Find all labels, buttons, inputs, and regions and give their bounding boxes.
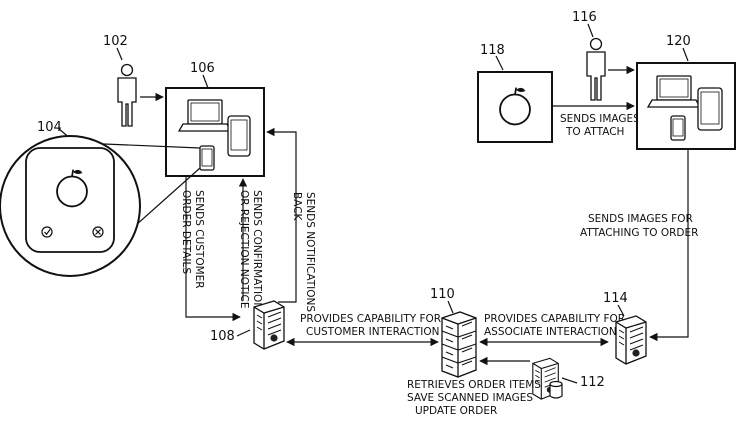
ref-114-leader bbox=[617, 304, 625, 317]
customer-server-icon bbox=[253, 300, 285, 350]
customer-devices-icon bbox=[177, 99, 251, 171]
ref-104: 104 bbox=[37, 120, 62, 135]
ref-112: 112 bbox=[580, 375, 605, 390]
label-retrieves-order-items: RETRIEVES ORDER ITEMS SAVE SCANNED IMAGE… bbox=[407, 379, 544, 417]
ref-118-leader bbox=[495, 55, 504, 71]
ref-114: 114 bbox=[603, 291, 628, 306]
ref-116: 116 bbox=[572, 10, 597, 25]
database-icon bbox=[549, 380, 563, 399]
arrow-images-to-associate-server bbox=[649, 149, 689, 342]
ref-110: 110 bbox=[430, 287, 455, 302]
ref-116-leader bbox=[587, 23, 594, 38]
ref-102-leader bbox=[116, 47, 123, 61]
accept-check-icon bbox=[41, 226, 53, 238]
label-provides-associate: PROVIDES CAPABILITY FOR ASSOCIATE INTERA… bbox=[484, 313, 628, 338]
ref-106: 106 bbox=[190, 61, 215, 76]
label-sends-images-to-attach: SENDS IMAGES TO ATTACH bbox=[560, 113, 643, 138]
arrow-order-details-to-server bbox=[185, 176, 241, 322]
label-sends-notifications: SENDS NOTIFICATIONS BACK bbox=[291, 192, 316, 315]
associate-person-icon bbox=[586, 37, 606, 101]
label-sends-confirmation: SENDS CONFIRMATION OR REJECTION NOTICE bbox=[238, 190, 263, 314]
customer-person-icon bbox=[117, 63, 137, 127]
arrow-notifications-to-device bbox=[266, 127, 297, 303]
central-server-cluster-icon bbox=[441, 311, 477, 378]
ref-112-leader bbox=[561, 377, 578, 384]
reject-x-icon bbox=[92, 226, 104, 238]
ref-108-leader bbox=[236, 329, 251, 337]
ref-110-leader bbox=[447, 300, 454, 314]
associate-server-icon bbox=[615, 315, 647, 365]
label-sends-customer-order-details: SENDS CUSTOMER ORDER DETAILS bbox=[180, 190, 205, 292]
ref-118: 118 bbox=[480, 43, 505, 58]
ref-120: 120 bbox=[666, 34, 691, 49]
ref-106-leader bbox=[202, 74, 209, 89]
label-provides-customer: PROVIDES CAPABILITY FOR CUSTOMER INTERAC… bbox=[300, 313, 444, 338]
associate-devices-icon bbox=[646, 75, 723, 141]
ref-108: 108 bbox=[210, 329, 235, 344]
label-sends-images-for-attaching: SENDS IMAGES FOR ATTACHING TO ORDER bbox=[580, 213, 698, 239]
ref-120-leader bbox=[682, 47, 689, 62]
ref-102: 102 bbox=[103, 34, 128, 49]
